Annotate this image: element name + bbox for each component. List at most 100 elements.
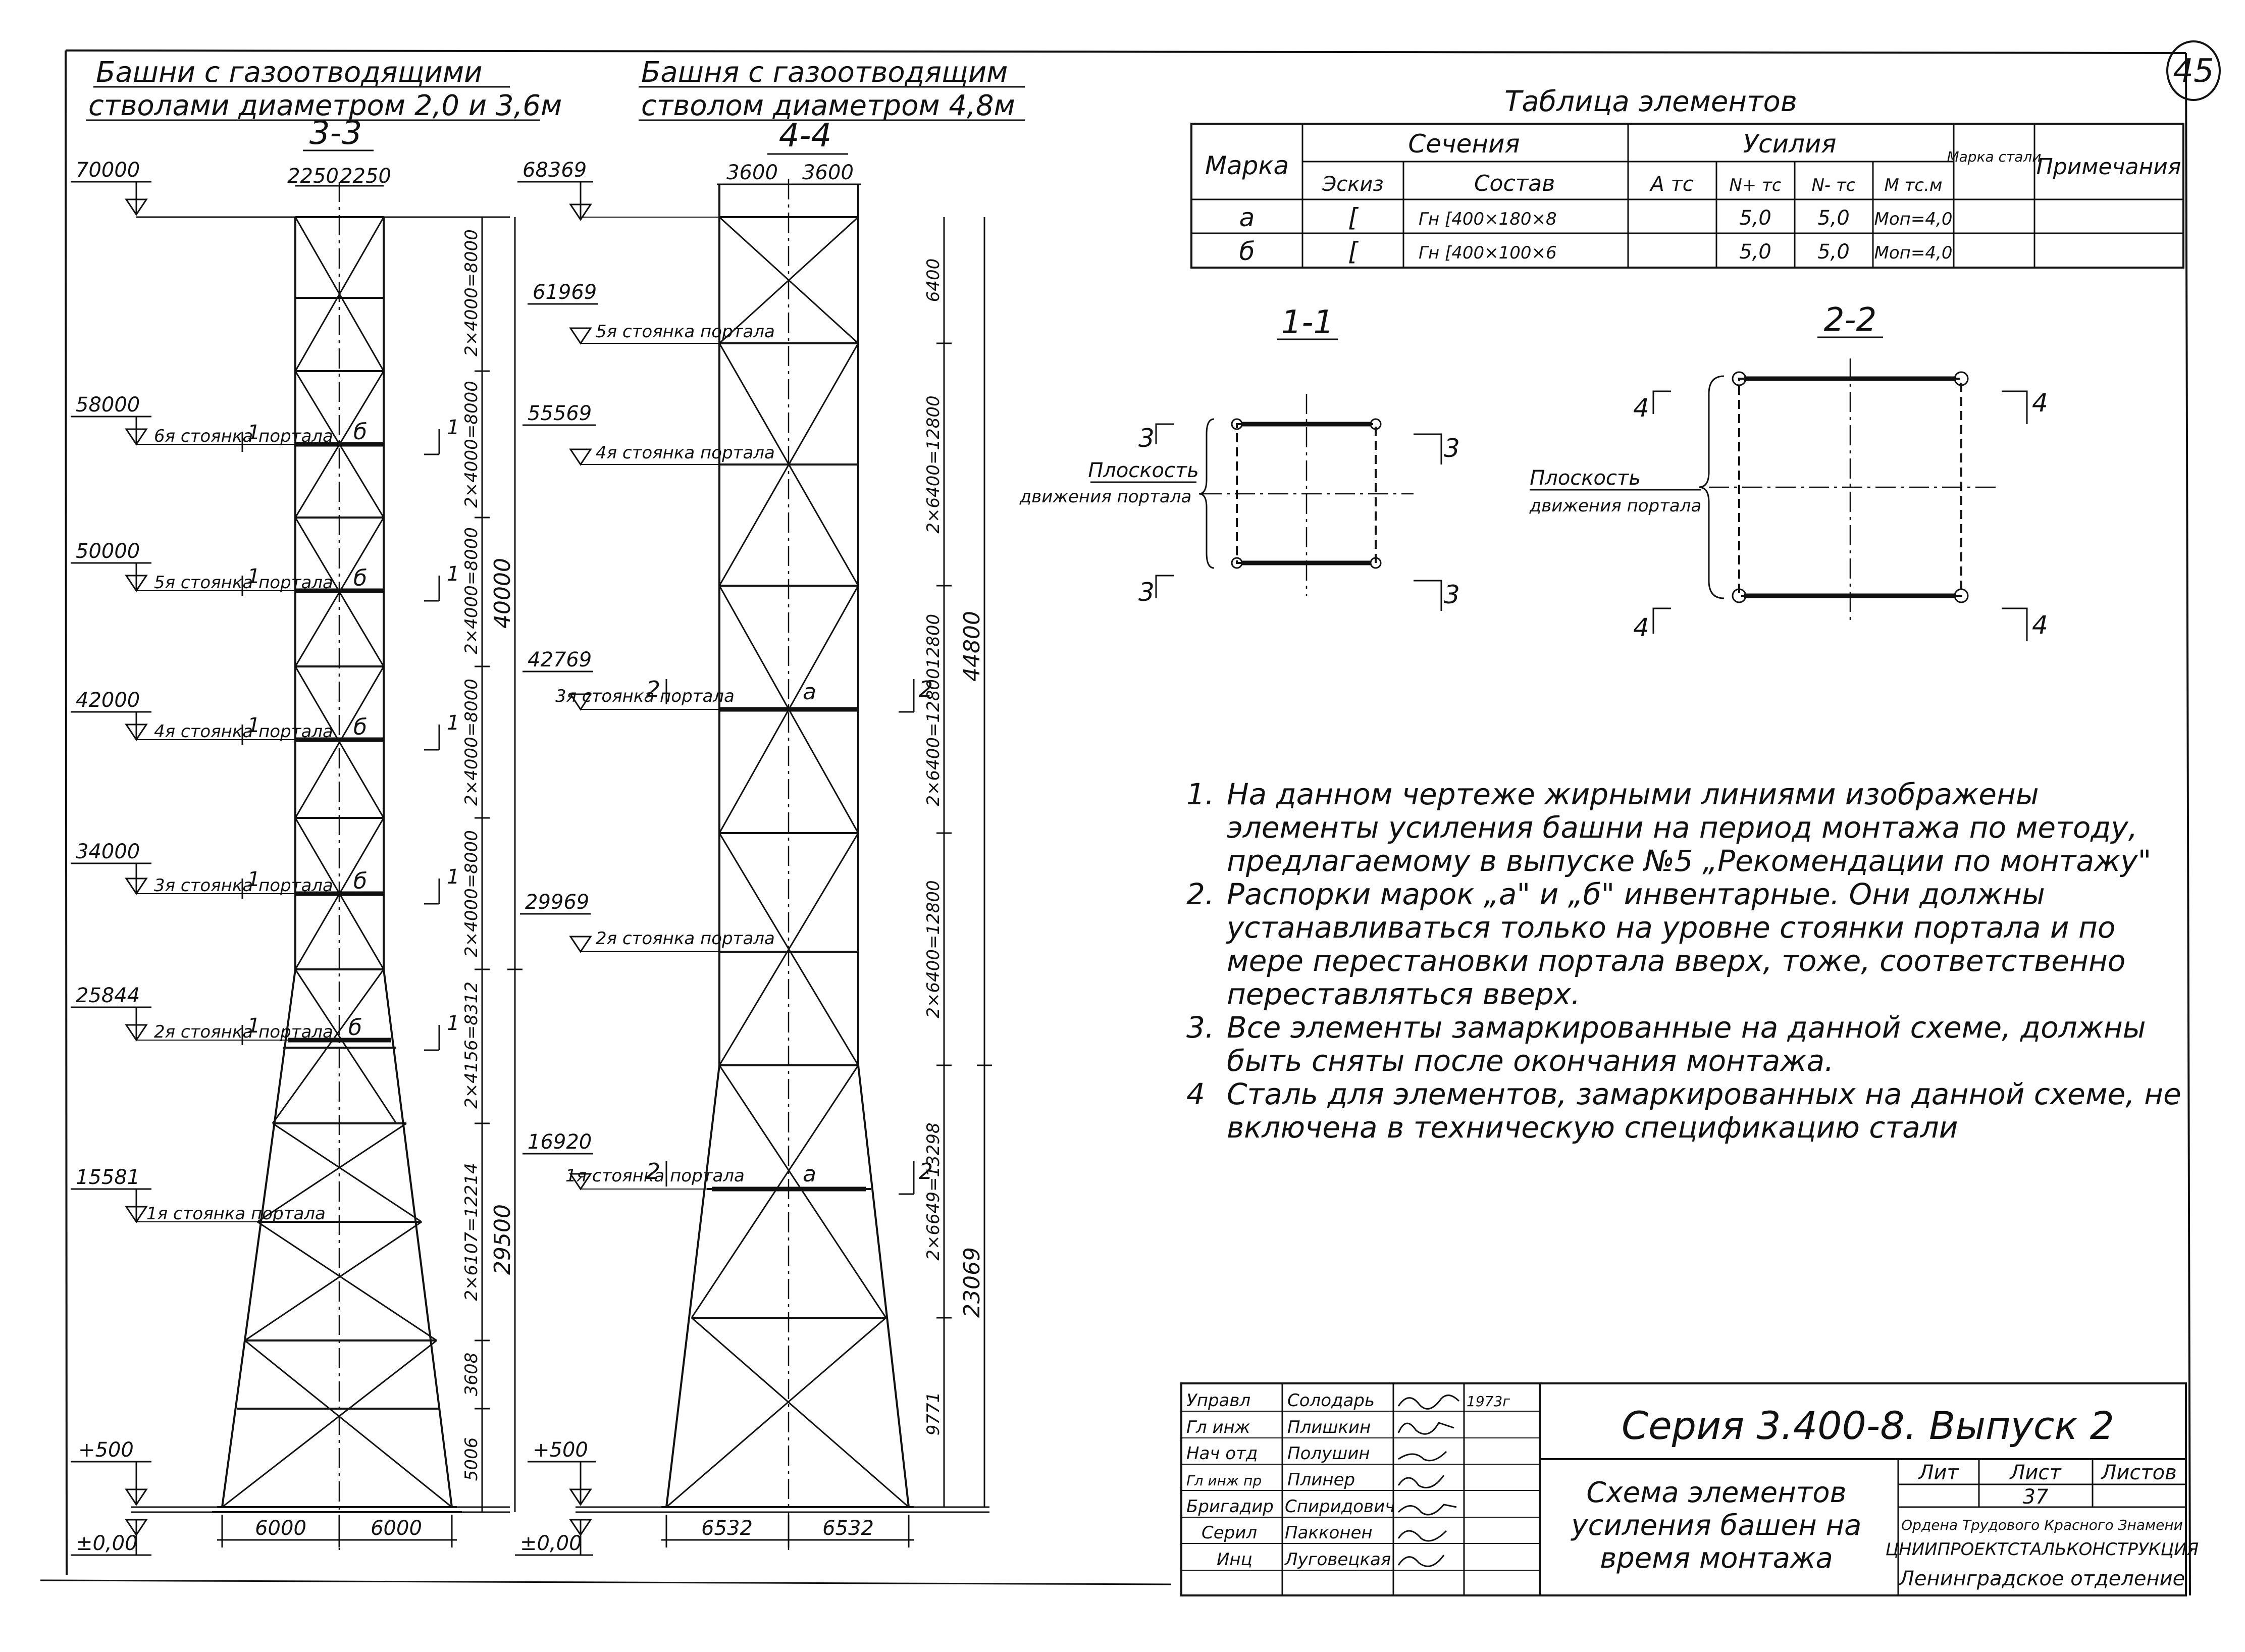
left-elev-70000: 70000 [76,159,140,182]
right-dim-2: 2×6400=12800 [923,395,944,533]
svg-text:5,0: 5,0 [1817,206,1850,230]
left-mark-b-3: б [353,714,367,740]
left-mark-b-4: б [353,868,367,894]
section-1-1: 1-1 Плоскость движения портала 3 3 3 3 [1019,304,1460,611]
section-2-plane-1: Плоскость [1530,467,1641,490]
right-stop-4: 4я стоянка портала [596,443,775,463]
right-mark-a-1: а [803,679,816,705]
right-dim-1: 6400 [923,259,944,302]
left-elev-plus500: +500 [78,1438,134,1462]
left-stop-labels: 6я стоянка портала 5я стоянка портала 4я… [146,426,333,1224]
right-elev-zero: ±0,00 [520,1532,582,1555]
svg-text:Гл инж пр: Гл инж пр [1186,1472,1262,1489]
table-row: а [ Гн [400×180×8 5,0 5,0 Mоп=4,0 [1239,203,1953,232]
org-line-2: ЦНИИПРОЕКТСТАЛЬКОНСТРУКЦИЯ [1886,1539,2199,1560]
table-row: б [ Гн [400×100×6 5,0 5,0 Mоп=4,0 [1239,237,1953,266]
svg-text:Луговецкая: Луговецкая [1284,1550,1391,1570]
right-title-line2: стволом диаметром 4,8м [641,89,1015,122]
left-dim-6: 2×4156=8312 [461,982,482,1109]
right-elev-61969: 61969 [533,281,597,304]
left-total-dim-1: 40000 [490,558,515,629]
right-stop-1: 1я стоянка портала [565,1166,745,1186]
title-block-names: Солодарь Плишкин Полушин Плинер Спиридов… [1284,1390,1395,1570]
right-dim-3: 12800 [923,614,944,668]
left-dim-3: 2×4000=8000 [461,527,482,654]
svg-text:Пакконен: Пакконен [1285,1523,1373,1543]
drawing-title-3: время монтажа [1600,1542,1833,1575]
sheet-value: 37 [2023,1485,2049,1509]
right-stop-2: 2я стоянка портала [596,928,775,949]
left-stop-5: 5я стоянка портала [154,573,333,593]
left-elevation-markers: 70000 58000 50000 42000 34000 25844 [71,159,510,1556]
th-a: A тс [1649,173,1693,196]
left-mark-b-1: б [353,419,367,445]
left-dimension-chain: 2×4000=8000 2×4000=8000 2×4000=8000 2×40… [461,217,523,1512]
left-bottom-dims: 6000 6000 [217,1515,457,1547]
left-elev-42000: 42000 [76,689,140,712]
svg-text:Нач отд: Нач отд [1186,1443,1258,1464]
svg-text:2: 2 [646,677,660,702]
left-elev-50000: 50000 [76,540,140,563]
th-forces: Усилия [1743,129,1837,159]
svg-text:4: 4 [1633,393,1649,423]
left-total-dim-2: 29500 [490,1204,515,1275]
svg-text:а: а [1239,203,1255,232]
svg-text:Солодарь: Солодарь [1287,1390,1375,1411]
section-2-plane-2: движения портала [1529,496,1702,516]
note-item: 1.На данном чертеже жирными линиями изоб… [1186,777,2152,878]
svg-text:1: 1 [447,711,459,735]
note-item: 2.Распорки марок „а" и „б" инвентарные. … [1186,877,2126,1011]
title-block: Управл Гл инж Нач отд Гл инж пр Бригадир… [1180,1382,2199,1596]
right-dim-6: 2×6649=13298 [923,1122,944,1260]
right-total-dim-1: 44800 [959,611,985,682]
svg-text:3: 3 [1444,580,1460,609]
left-section-label: 3-3 [309,115,362,152]
right-tower-view: Башня с газоотводящим стволом диаметром … [515,56,1025,1556]
section-2-2: 2-2 Плоскость движения портала 4 4 4 4 [1529,301,2048,642]
svg-text:Гн [400×100×6: Гн [400×100×6 [1419,243,1557,263]
left-top-dim-2: 2250 [340,165,391,188]
left-dim-8: 3608 [461,1353,482,1397]
title-block-roles: Управл Гл инж Нач отд Гл инж пр Бригадир… [1186,1390,1274,1570]
right-mark-a-2: а [803,1161,816,1187]
svg-text:Серил: Серил [1202,1523,1257,1543]
left-bottom-dim-2: 6000 [371,1517,422,1540]
left-dim-9: 5006 [461,1437,482,1481]
svg-text:Гл инж: Гл инж [1186,1417,1250,1437]
org-line-3: Ленинградское отделение [1898,1567,2185,1590]
left-elev-25844: 25844 [76,984,140,1007]
drawing-title-1: Схема элементов [1586,1476,1846,1509]
svg-text:Mоп=4,0: Mоп=4,0 [1874,209,1953,229]
elements-table: Таблица элементов Марка Сечения Эскиз Со… [1190,85,2184,269]
right-elev-55569: 55569 [528,402,592,425]
org-line-1: Ордена Трудового Красного Знамени [1901,1517,2183,1533]
right-dim-7: 9771 [923,1392,944,1436]
right-title-line1: Башня с газоотводящим [641,56,1008,89]
left-top-dim-1: 2250 [287,165,339,188]
right-bottom-dim-2: 6532 [822,1517,874,1540]
svg-text:[: [ [1348,203,1359,232]
right-stop-3: 3я стоянка портала [555,686,735,706]
svg-text:4: 4 [2032,388,2048,418]
section-1-plane-1: Плоскость [1088,459,1199,482]
th-m: M тс.м [1884,175,1942,195]
series-label: Серия 3.400-8. Выпуск 2 [1622,1403,2114,1448]
right-top-dim-2: 3600 [802,161,854,184]
left-elev-15581: 15581 [76,1166,140,1189]
right-elev-16920: 16920 [528,1130,592,1154]
right-total-dim-2: 23069 [959,1247,985,1318]
drawing-title-2: усиления башен на [1571,1509,1862,1542]
svg-text:2: 2 [919,677,933,702]
svg-text:1: 1 [447,865,459,889]
drawing-notes: 1.На данном чертеже жирными линиями изоб… [1176,778,2186,1144]
section-1-cut-marks: 3 3 3 3 [1138,423,1460,611]
note-item: 3.Все элементы замаркированные на данной… [1186,1010,2146,1078]
svg-text:Mоп=4,0: Mоп=4,0 [1874,243,1953,263]
right-dimension-chain: 6400 2×6400=12800 12800 2×6400=12800 2×6… [923,217,992,1507]
right-elev-42769: 42769 [528,648,592,672]
left-dim-1: 2×4000=8000 [461,229,482,356]
right-elev-plus500: +500 [533,1438,588,1462]
svg-text:5,0: 5,0 [1739,240,1771,264]
